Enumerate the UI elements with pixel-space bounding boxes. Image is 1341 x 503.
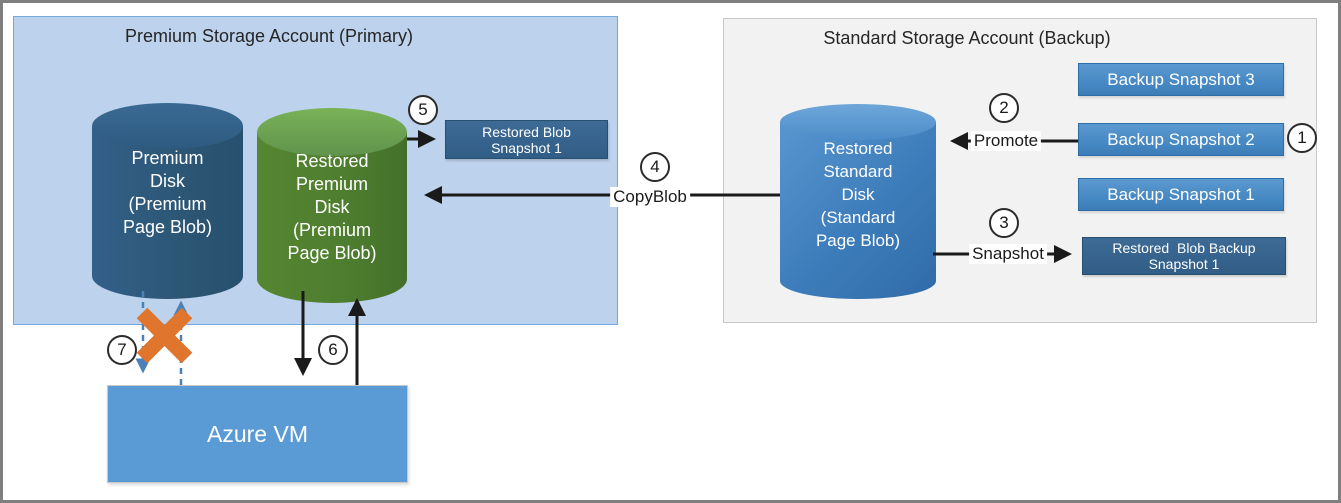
blocked-x-icon: [136, 307, 193, 364]
azure-vm-label: Azure VM: [207, 420, 308, 447]
backup-snapshot-2-box: Backup Snapshot 2: [1078, 123, 1284, 156]
restored-blob-snapshot-label: Restored Blob Snapshot 1: [482, 123, 571, 156]
standard-account-title: Standard Storage Account (Backup): [823, 28, 1111, 48]
cylinder-top: [780, 104, 936, 140]
copyblob-label: CopyBlob: [610, 187, 690, 207]
cylinder-body: [92, 126, 243, 299]
restored-premium-disk-label: Restored Premium Disk (Premium Page Blob…: [287, 151, 377, 263]
step-marker-4: 4: [640, 152, 670, 182]
backup-snapshot-3-label: Backup Snapshot 3: [1107, 69, 1255, 89]
step-marker-7: 7: [107, 335, 137, 365]
step-marker-5: 5: [408, 95, 438, 125]
step-marker-1: 1: [1287, 123, 1317, 153]
promote-label: Promote: [970, 131, 1042, 151]
snapshot-label: Snapshot: [969, 244, 1047, 264]
step-marker-2: 2: [989, 93, 1019, 123]
cylinder-body: [780, 122, 936, 299]
premium-account-title: Premium Storage Account (Primary): [124, 26, 414, 46]
cylinder-top: [92, 103, 243, 149]
restored-blob-backup-snapshot-label: Restored Blob Backup Snapshot 1: [1112, 240, 1256, 272]
backup-snapshot-1-label: Backup Snapshot 1: [1107, 184, 1255, 204]
premium-disk-label: Premium Disk (Premium Page Blob): [122, 148, 213, 237]
step-marker-6: 6: [318, 335, 348, 365]
backup-snapshot-3-box: Backup Snapshot 3: [1078, 63, 1284, 96]
backup-snapshot-2-label: Backup Snapshot 2: [1107, 129, 1255, 149]
step-marker-3: 3: [989, 208, 1019, 238]
cylinder-body: [257, 132, 407, 303]
restored-standard-disk-cylinder: Restored Standard Disk (Standard Page Bl…: [780, 104, 936, 299]
restored-standard-disk-label: Restored Standard Disk (Standard Page Bl…: [815, 139, 901, 250]
premium-disk-cylinder: Premium Disk (Premium Page Blob): [92, 103, 243, 299]
azure-vm-box: Azure VM: [107, 385, 408, 483]
restored-blob-snapshot-box: Restored Blob Snapshot 1: [445, 120, 608, 159]
cylinder-top: [257, 108, 407, 156]
restored-premium-disk-cylinder: Restored Premium Disk (Premium Page Blob…: [257, 108, 407, 303]
backup-snapshot-1-box: Backup Snapshot 1: [1078, 178, 1284, 211]
restored-blob-backup-snapshot-box: Restored Blob Backup Snapshot 1: [1082, 237, 1286, 275]
connector-layer: [135, 130, 1078, 385]
